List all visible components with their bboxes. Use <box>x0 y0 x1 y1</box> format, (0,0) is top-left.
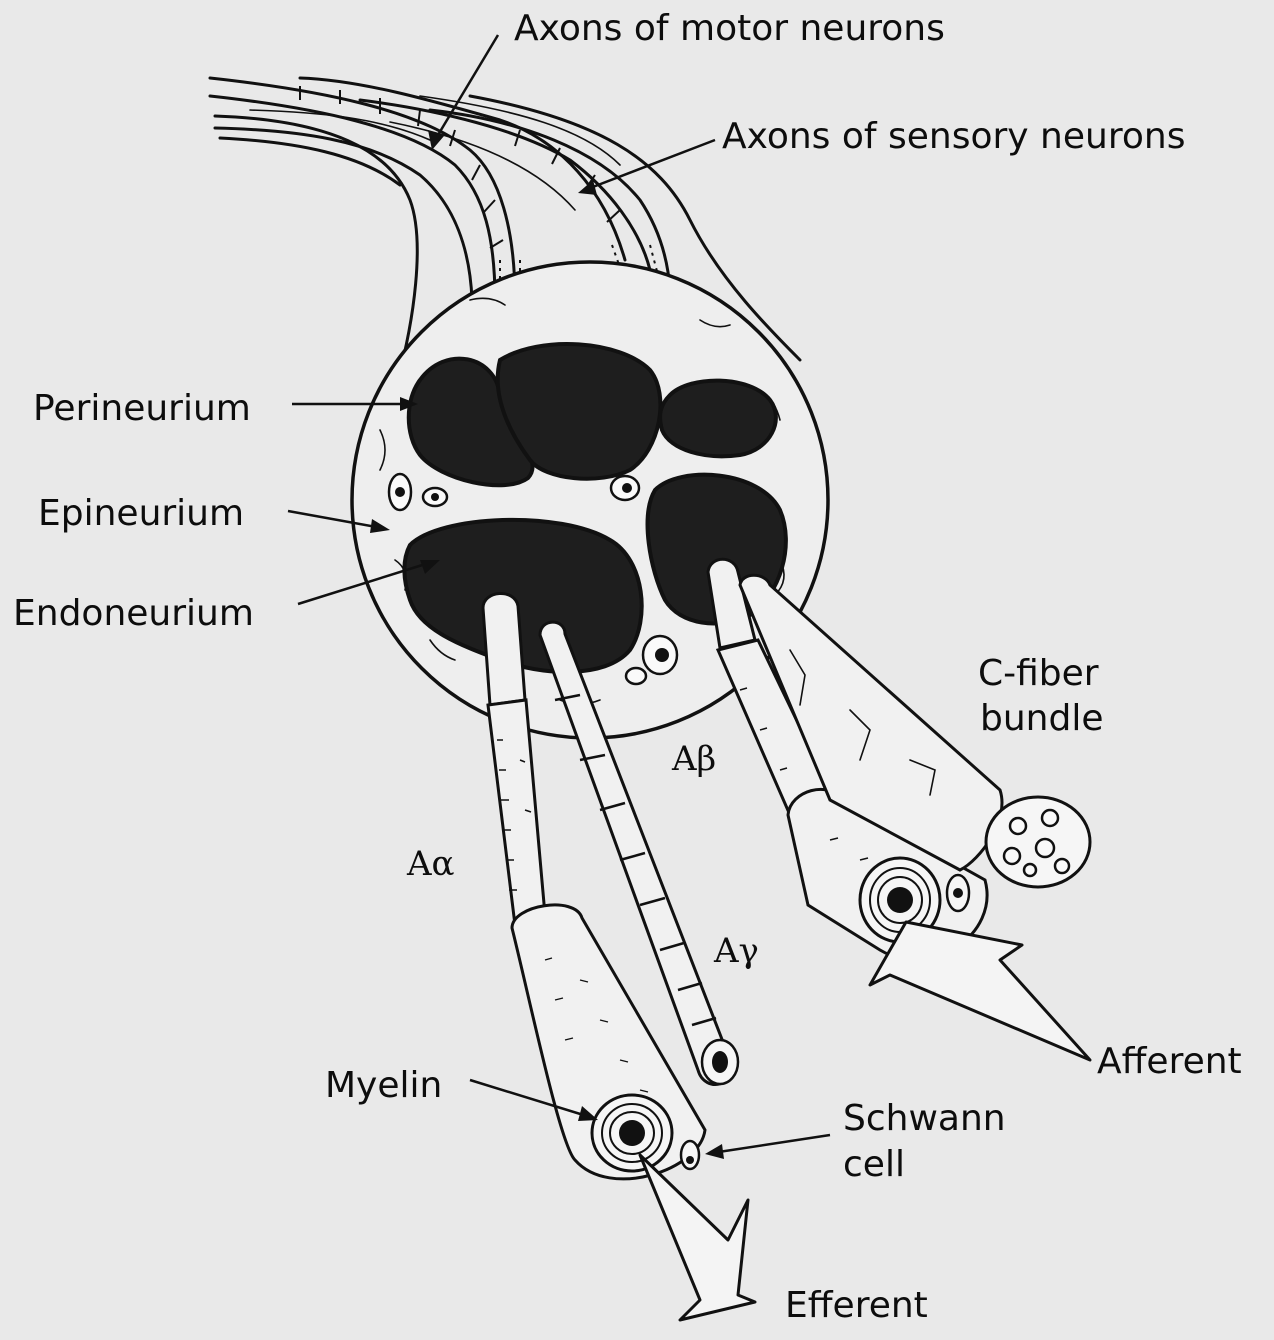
label-efferent: Efferent <box>785 1285 928 1326</box>
label-schwann-line2: cell <box>843 1144 905 1185</box>
label-a-alpha: Aα <box>406 844 455 884</box>
label-c-fiber-line2: bundle <box>980 698 1104 739</box>
label-c-fiber-line1: C-fiber <box>978 653 1099 694</box>
label-a-beta: Aβ <box>671 739 716 779</box>
label-endoneurium: Endoneurium <box>13 593 254 634</box>
afferent-arrow <box>870 922 1090 1060</box>
label-myelin: Myelin <box>325 1065 442 1106</box>
label-motor-axons: Axons of motor neurons <box>514 8 945 49</box>
label-perineurium: Perineurium <box>33 388 251 429</box>
label-epineurium: Epineurium <box>38 493 244 534</box>
efferent-arrow <box>640 1155 755 1320</box>
label-sensory-axons: Axons of sensory neurons <box>722 116 1185 157</box>
label-afferent: Afferent <box>1097 1041 1242 1082</box>
label-schwann-line1: Schwann <box>843 1098 1006 1139</box>
label-a-gamma: Aγ <box>713 931 759 971</box>
